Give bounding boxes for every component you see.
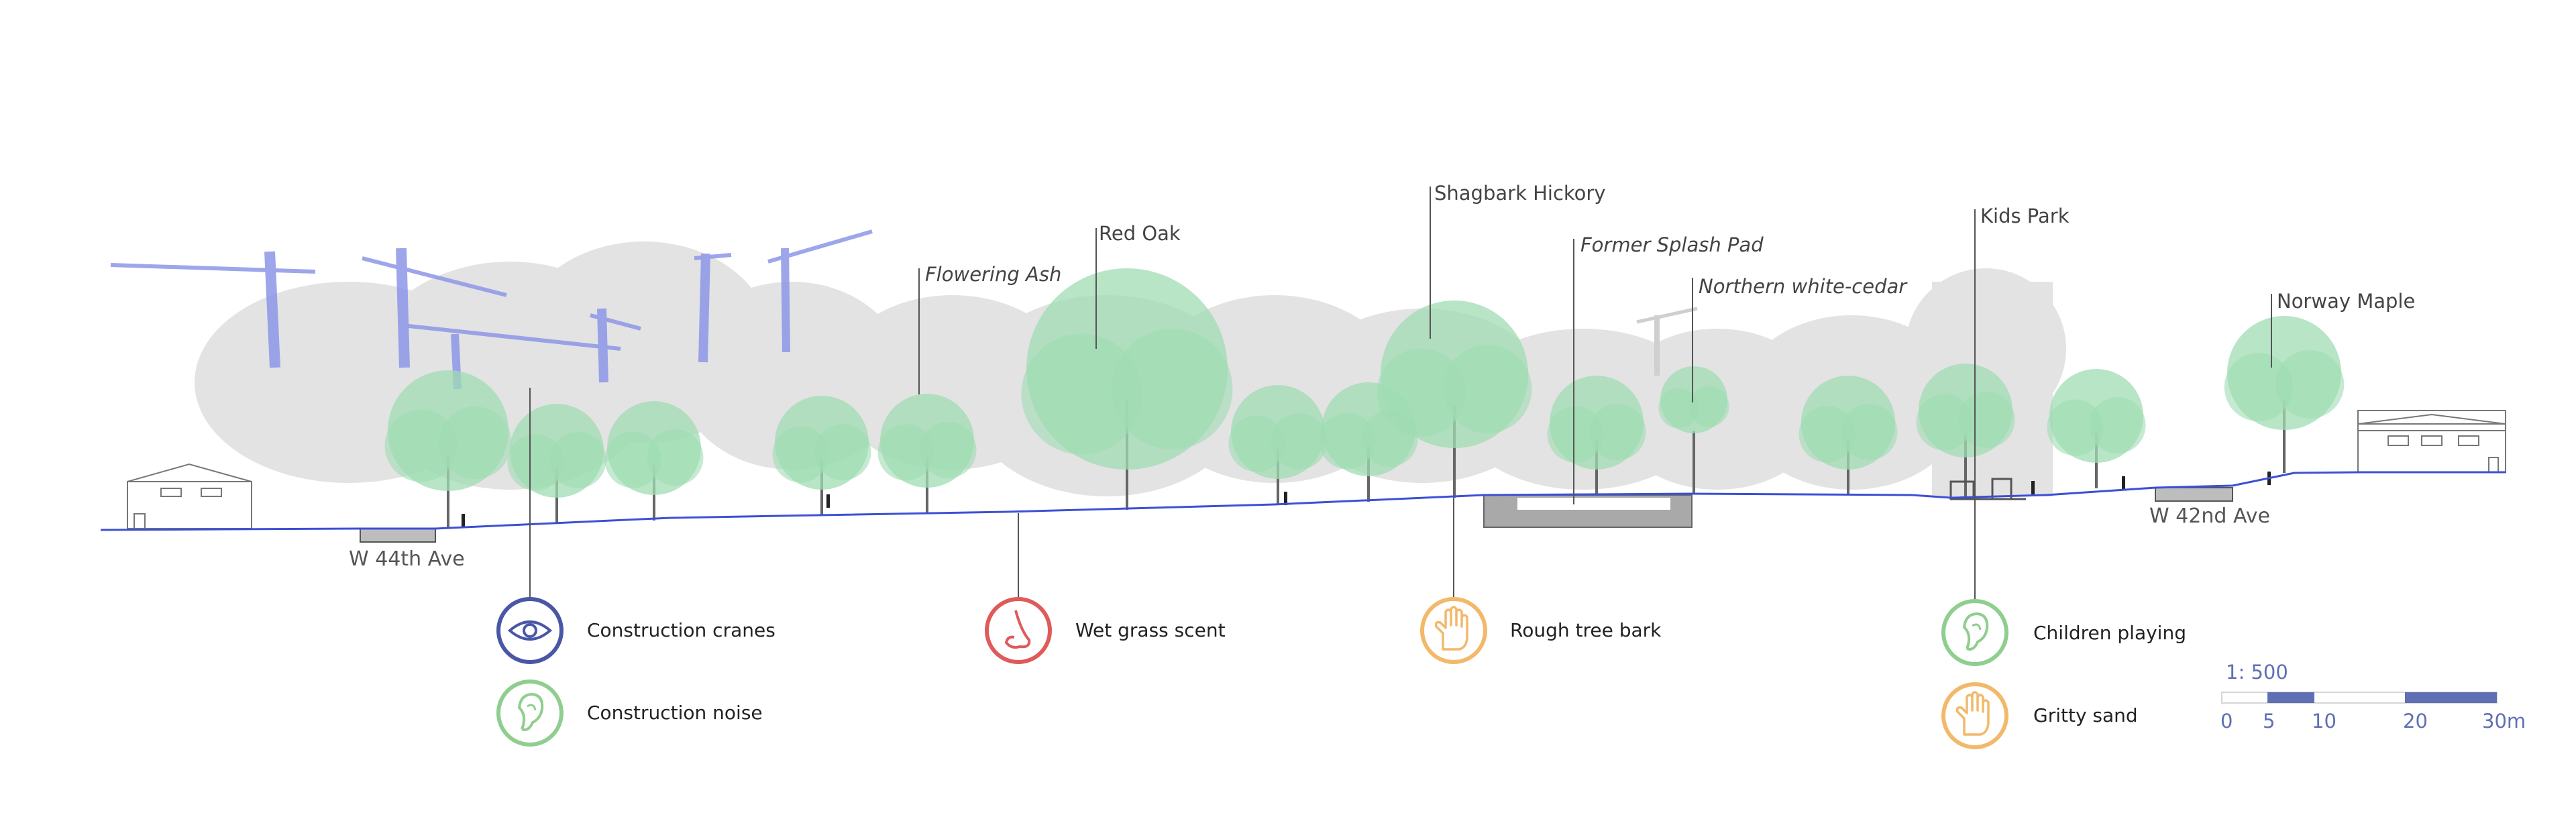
label-flowering-ash: Flowering Ash [925,263,1062,286]
tree-light-7 [1799,376,1898,495]
tree-norway-maple [2224,316,2345,473]
ear-icon [1941,599,2008,666]
sense-label-rough-tree-bark: Rough tree bark [1510,619,1662,641]
sense-label-construction-noise: Construction noise [587,702,763,724]
label-former-splash-pad: Former Splash Pad [1580,233,1764,256]
label-northern-white-cedar: Northern white-cedar [1699,275,1907,298]
tree-light-4 [1228,385,1328,504]
sense-label-gritty-sand: Gritty sand [2033,704,2138,726]
house-west [127,463,252,529]
scale-tick-0: 0 [2220,710,2233,732]
scale-tick-20: 20 [2403,710,2428,732]
sense-label-children-playing: Children playing [2033,622,2186,644]
scale-title: 1: 500 [2226,661,2288,684]
hand-icon [1941,682,2008,749]
ear-icon [496,680,564,747]
road-w-44th [360,528,436,543]
scale-bar [2221,692,2498,704]
sense-label-wet-grass-scent: Wet grass scent [1075,619,1226,641]
road-w-42nd [2155,487,2233,502]
label-shagbark-hickory: Shagbark Hickory [1434,182,1606,205]
tree-light-1 [507,404,606,523]
tree-shagbark-hickory [1377,301,1532,498]
tree-northern-white-cedar [1658,366,1729,494]
street-label-w-42nd: W 42nd Ave [2149,504,2270,528]
nose-icon [985,597,1052,664]
hand-icon [1420,597,1487,664]
label-red-oak: Red Oak [1099,222,1181,245]
sense-label-construction-cranes: Construction cranes [587,619,775,641]
distant-crane [1636,307,1698,376]
label-kids-park: Kids Park [1980,205,2070,227]
tree-light-2 [604,401,704,521]
eye-icon [496,597,564,664]
leader-lines [529,186,2272,601]
sense-icons [496,597,2008,749]
scale-tick-10: 10 [2312,710,2337,732]
tree-kids-park [1916,364,2015,496]
tree-red-oak [1021,268,1233,510]
tree-west [384,370,512,529]
scale-tick-5: 5 [2263,710,2275,732]
tree-light-8 [2047,369,2146,488]
splash-pad-section [1483,494,1693,528]
tree-light-3 [772,396,871,515]
playground-structure [1949,478,2026,500]
tree-flowering-ash [877,394,977,513]
green-trees [384,268,2345,529]
ground-line [100,471,2506,531]
label-norway-maple: Norway Maple [2277,290,2416,313]
scale-tick-30m: 30m [2482,710,2526,732]
street-label-w-44th: W 44th Ave [349,547,465,571]
house-east [2357,410,2506,473]
